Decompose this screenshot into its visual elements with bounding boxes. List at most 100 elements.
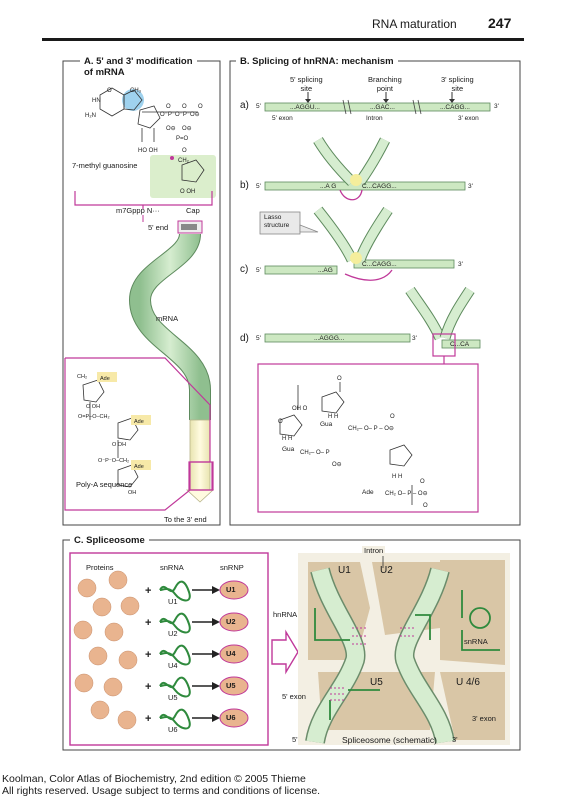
snrnp-rows: +++ ++: [145, 580, 249, 730]
cap-formula-label: m7Gppp N···: [116, 206, 160, 215]
row-c-strand: [264, 206, 455, 281]
svg-text:CH₂: CH₂: [77, 374, 87, 380]
chem-gua-2: Gua: [282, 446, 295, 453]
u1-small: U1: [168, 597, 178, 606]
spliceosome-schematic: [298, 553, 510, 745]
row-a-label: a): [240, 100, 249, 111]
u6-snrnp: U6: [226, 713, 236, 722]
row-a-intron: Intron: [366, 115, 383, 122]
row-a-exon5: 5' exon: [272, 115, 293, 122]
svg-text:HO OH: HO OH: [138, 148, 158, 154]
row-a-seq1: ...AGGU...: [290, 104, 320, 111]
u1-site: U1: [338, 565, 351, 576]
row-d-seq2: C...CA: [450, 341, 470, 348]
lasso-callout: [259, 211, 319, 235]
snrna-label: snRNA: [160, 563, 184, 572]
panel-c-frame: [62, 539, 521, 751]
svg-text:H₂N: H₂N: [85, 113, 96, 119]
panel-b-frame: [229, 60, 521, 526]
u5-site: U5: [370, 677, 383, 688]
row-d-seq1: ...AGGG...: [314, 335, 345, 342]
svg-text:O: O: [420, 479, 425, 485]
panel-b-title: B. Splicing of hnRNA: mechanism: [236, 56, 398, 67]
row-c-five: 5': [256, 267, 261, 274]
svg-text:H H: H H: [282, 436, 292, 442]
svg-text:Ade: Ade: [100, 376, 110, 382]
svg-text:O: O: [198, 104, 203, 110]
row-b-label: b): [240, 180, 249, 191]
u46-site: U 4/6: [456, 677, 480, 688]
svg-text:OH: OH: [128, 490, 136, 496]
intron-label: Intron: [362, 546, 386, 555]
mrna-label: mRNA: [156, 314, 179, 323]
cap-pointer: [142, 215, 203, 234]
svg-text:O OH: O OH: [86, 404, 100, 410]
svg-text:O: O: [182, 148, 187, 154]
exon5-label: 5' exon: [282, 692, 306, 701]
three-end-label: To the 3' end: [164, 515, 207, 524]
svg-text:HN: HN: [92, 98, 101, 104]
svg-text:CH₂– O– P – O⊖: CH₂– O– P – O⊖: [348, 426, 394, 432]
row-d-strand: [264, 286, 481, 364]
row-a-strand: [264, 92, 491, 115]
row-a-five: 5': [256, 103, 261, 110]
svg-text:Ade: Ade: [134, 464, 144, 470]
spliceosome-five: 5': [292, 735, 298, 744]
hnrna-label: hnRNA: [273, 610, 298, 619]
u2-small: U2: [168, 629, 178, 638]
splice5-label: 5' splicing site: [290, 75, 323, 93]
proteins-label: Proteins: [86, 563, 114, 572]
svg-text:H H: H H: [328, 414, 338, 420]
row-c-label: c): [240, 264, 249, 275]
svg-text:O: O: [278, 419, 283, 425]
cap-brace: [74, 191, 213, 209]
svg-text:Ade: Ade: [134, 419, 144, 425]
spliceosome-caption: Spliceosome (schematic): [342, 735, 437, 745]
exon3-label: 3' exon: [472, 714, 496, 723]
svg-text:+: +: [145, 585, 151, 597]
row-a-seq2: ...GAC...: [370, 104, 395, 111]
methyl-guanosine-label: 7-methyl guanosine: [72, 161, 138, 170]
svg-text:O: O: [166, 104, 171, 110]
row-d-label: d): [240, 333, 249, 344]
svg-text:H H: H H: [392, 474, 402, 480]
row-b-seq1: ...A G: [320, 183, 337, 190]
svg-text:O=P–O–CH₂: O=P–O–CH₂: [78, 414, 110, 420]
svg-text:O⁻P⁻O⁻P⁻O⊖: O⁻P⁻O⁻P⁻O⊖: [160, 112, 200, 118]
row-c-seq2: C...CAGG...: [362, 261, 397, 268]
svg-text:CH₂– O– P: CH₂– O– P: [300, 450, 330, 456]
formation-arrow: [271, 629, 299, 675]
svg-text:O OH: O OH: [112, 442, 126, 448]
svg-text:P=O: P=O: [176, 136, 189, 142]
footer-line-2: All rights reserved. Usage subject to te…: [2, 785, 321, 797]
poly-a-label: Poly-A sequence: [76, 480, 133, 489]
panel-c-title: C. Spliceosome: [70, 535, 149, 546]
row-d-five: 5': [256, 335, 261, 342]
chem-ade: Ade: [362, 489, 374, 496]
branch-label: Branching point: [368, 75, 402, 93]
row-c-three: 3': [458, 261, 463, 268]
u1-snrnp: U1: [226, 585, 236, 594]
svg-text:O⊖: O⊖: [332, 462, 342, 468]
cap-nucleotide-box: CH₂ O OH: [150, 155, 216, 198]
running-title: RNA maturation: [372, 17, 457, 31]
svg-text:O⊖: O⊖: [182, 126, 192, 132]
svg-text:O OH: O OH: [180, 189, 195, 195]
svg-text:+: +: [145, 649, 151, 661]
row-a-exon3: 3' exon: [458, 115, 479, 122]
branch-chem-labels: O OH O H H O H H CH₂– O– P – O⊖ O CH₂– O…: [278, 376, 428, 509]
u4-small: U4: [168, 661, 178, 670]
mrna-tube: [128, 232, 215, 503]
svg-text:+: +: [145, 617, 151, 629]
row-c-seq1: ...AG: [318, 267, 333, 274]
cap-label: Cap: [186, 206, 200, 215]
chem-gua-1: Gua: [320, 421, 333, 428]
poly-a-zoom: [64, 357, 214, 511]
header-rule: [42, 38, 524, 41]
spliceosome-three: 3': [452, 735, 458, 744]
u4-snrnp: U4: [226, 649, 236, 658]
svg-text:O: O: [107, 88, 112, 94]
